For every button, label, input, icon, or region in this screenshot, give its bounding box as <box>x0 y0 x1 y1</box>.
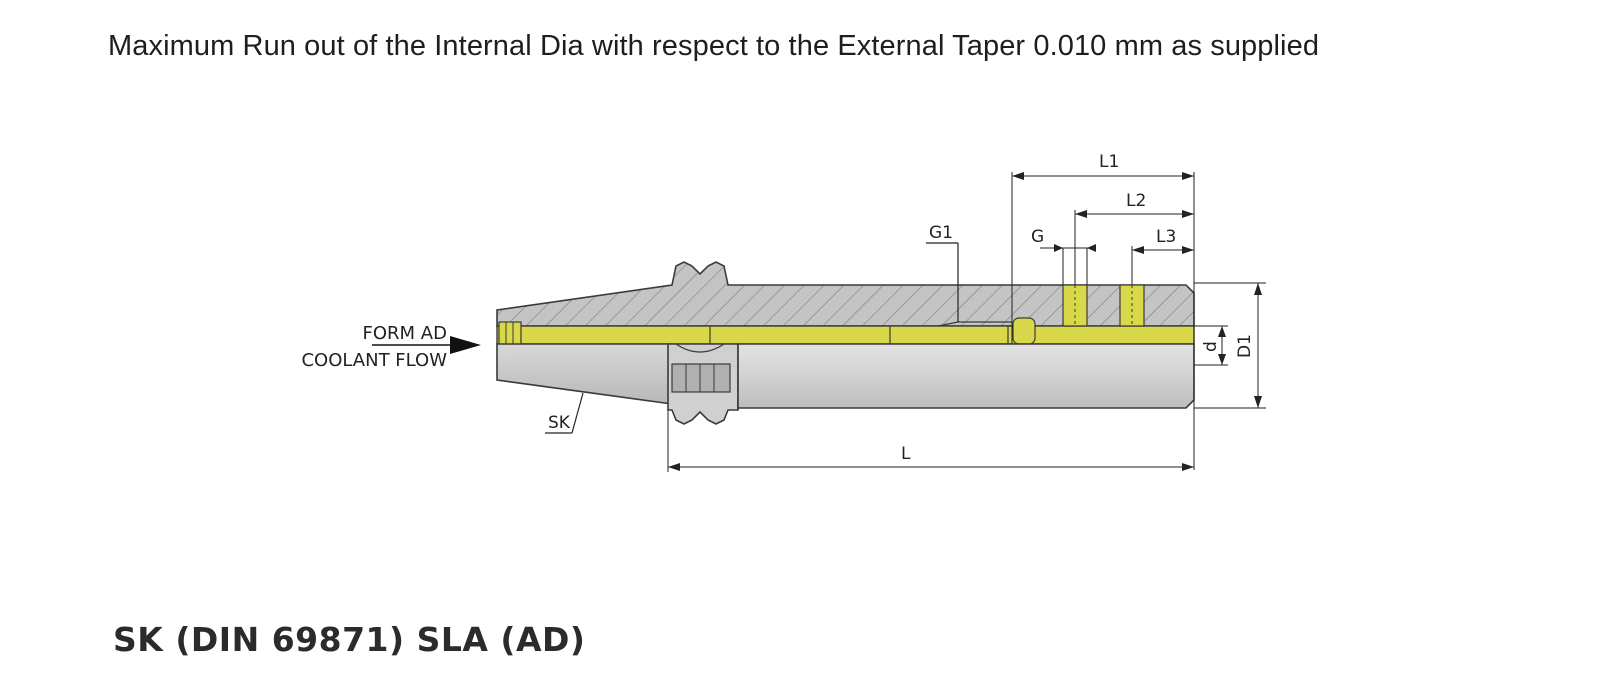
label-g1: G1 <box>929 223 953 243</box>
shaft-lower <box>737 343 1195 409</box>
coolant-channel <box>496 325 1195 345</box>
product-title: SK (DIN 69871) SLA (AD) <box>113 620 586 659</box>
taper-lower <box>496 343 673 405</box>
label-l1: L1 <box>1099 152 1119 172</box>
label-l3: L3 <box>1156 227 1176 247</box>
label-d1: D1 <box>1235 334 1255 358</box>
label-d: d <box>1201 341 1221 352</box>
coolant-flow-arrow-icon <box>450 336 481 354</box>
label-l2: L2 <box>1126 191 1146 211</box>
hatched-section-upper <box>496 261 1195 327</box>
coolant-label-line2: COOLANT FLOW <box>301 350 447 371</box>
label-l: L <box>901 444 911 464</box>
label-g: G <box>1031 227 1044 247</box>
coolant-label-line1: FORM AD <box>363 323 447 344</box>
label-sk: SK <box>548 413 571 433</box>
headline-runout-note: Maximum Run out of the Internal Dia with… <box>108 30 1320 62</box>
